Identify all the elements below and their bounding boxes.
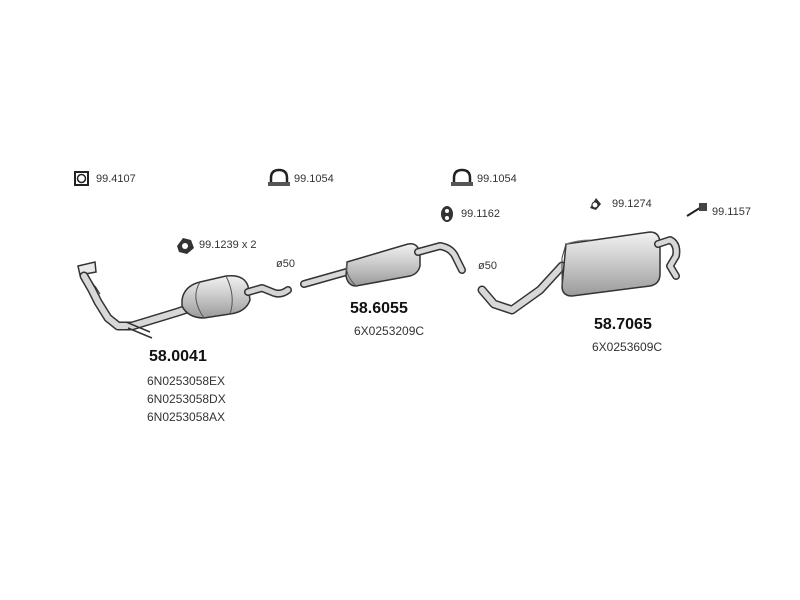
u-bolt-clamp-icon — [451, 168, 473, 186]
oem-reference: 6N0253058DX — [147, 392, 226, 406]
u-bolt-clamp-icon — [268, 168, 290, 186]
accessory-code: 99.1054 — [294, 173, 334, 185]
square-ring-clamp-icon — [74, 171, 89, 186]
oem-reference-list: 6X0253609C — [592, 338, 662, 356]
oem-reference: 6N0253058AX — [147, 410, 226, 424]
diameter-label: ø50 — [478, 260, 497, 272]
oem-reference: 6X0253209C — [354, 324, 425, 338]
oem-reference: 6N0253058EX — [147, 374, 226, 388]
accessory-code: 99.1054 — [477, 173, 517, 185]
part-number: 58.0041 — [149, 348, 207, 365]
oem-reference-list: 6N0253058EX 6N0253058DX 6N0253058AX — [147, 372, 226, 426]
part-number: 58.7065 — [594, 316, 652, 333]
diameter-label: ø50 — [276, 258, 295, 270]
accessory-code: 99.1239 x 2 — [199, 239, 257, 251]
middle-silencer — [300, 242, 466, 288]
oem-reference-list: 6X0253209C — [354, 322, 424, 340]
oem-reference: 6X0253609C — [592, 340, 663, 354]
strap-hanger-icon — [686, 203, 707, 217]
bracket-hanger-icon — [590, 198, 601, 210]
rubber-hanger-icon — [441, 206, 453, 222]
accessory-code: 99.1157 — [712, 206, 751, 218]
flange-gasket-icon — [177, 238, 194, 254]
part-number: 58.6055 — [350, 300, 408, 317]
accessory-code: 99.1274 — [612, 198, 652, 210]
rear-silencer — [477, 231, 681, 315]
accessory-code: 99.1162 — [461, 208, 500, 220]
catalytic-converter-front-pipe — [77, 261, 292, 339]
accessory-code: 99.4107 — [96, 173, 136, 185]
